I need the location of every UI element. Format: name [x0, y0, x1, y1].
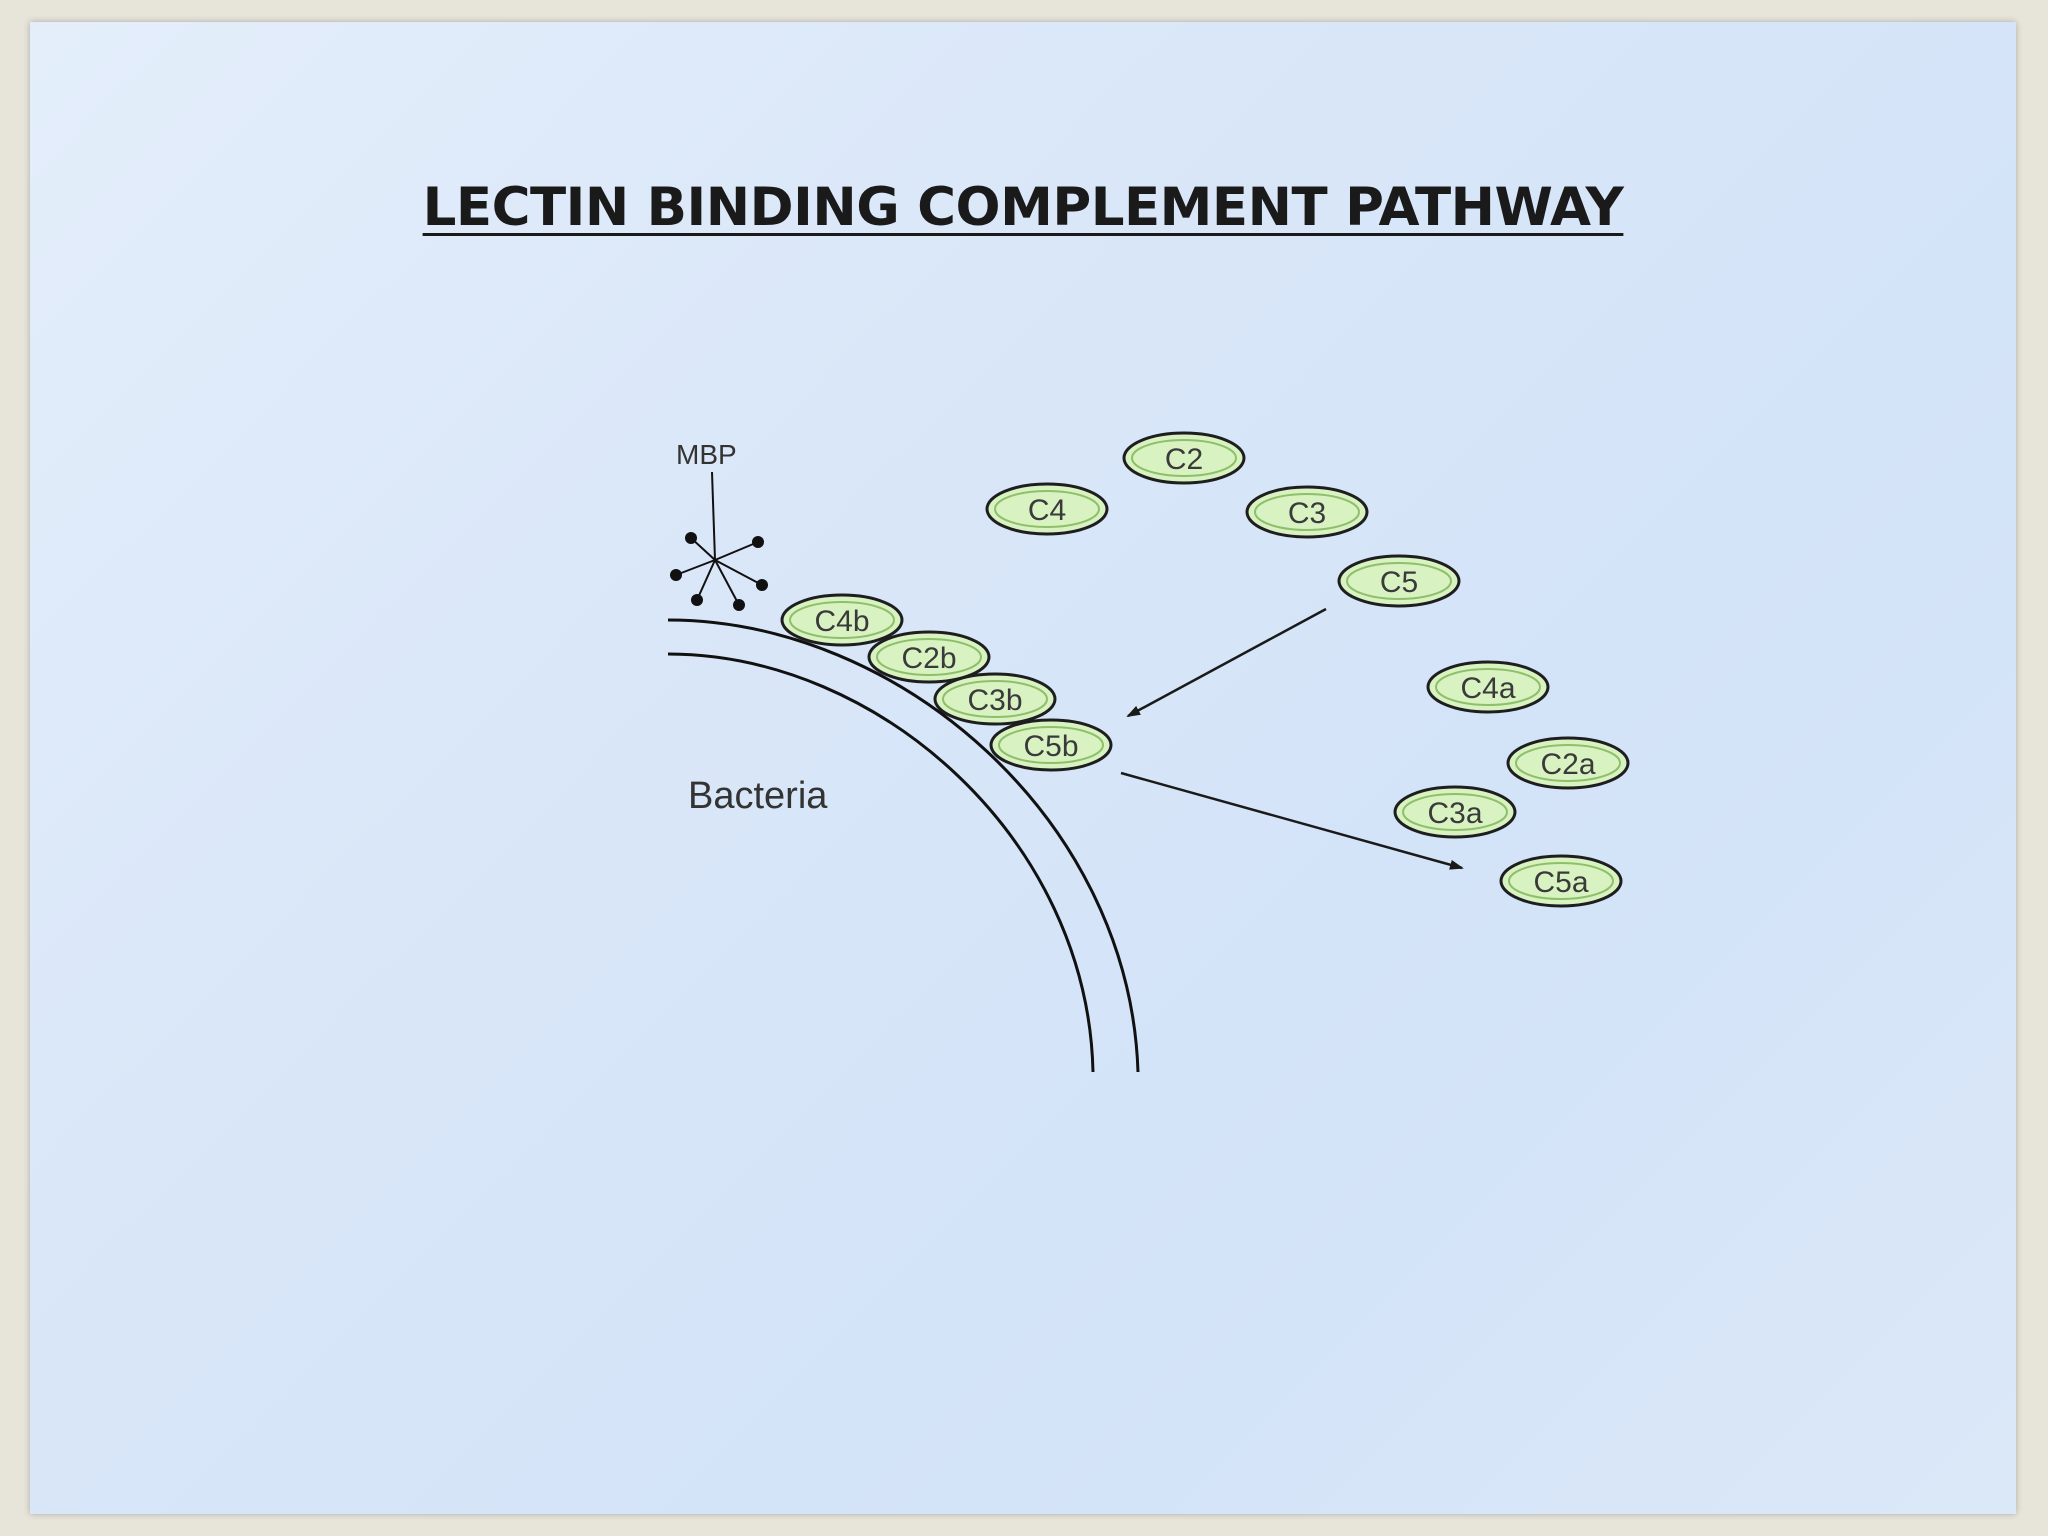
component-c4a-label: C4a [1460, 672, 1515, 705]
component-c5-label: C5 [1380, 566, 1418, 599]
component-c5a-label: C5a [1533, 866, 1588, 899]
component-c4a: C4a [1426, 660, 1550, 714]
membrane-outer-line [667, 618, 1140, 1073]
mbp-label: MBP [676, 439, 737, 470]
component-c5b-label: C5b [1023, 730, 1078, 763]
component-c2-label: C2 [1165, 443, 1203, 476]
component-c2b-label: C2b [901, 642, 956, 675]
component-c3: C3 [1245, 485, 1369, 539]
component-c3b-label: C3b [967, 684, 1022, 717]
slide-title: LECTIN BINDING COMPLEMENT PATHWAY [30, 177, 2016, 238]
arrow-to-surface [1126, 607, 1327, 718]
bacteria-membrane [667, 618, 1140, 1073]
component-c2a-label: C2a [1540, 748, 1595, 781]
component-c3b: C3b [933, 672, 1057, 726]
component-c5a: C5a [1499, 854, 1623, 908]
component-c5: C5 [1337, 554, 1461, 608]
component-c4: C4 [985, 482, 1109, 536]
component-c2b: C2b [867, 630, 991, 684]
arrow-to-fragments [1120, 771, 1464, 870]
bacteria-label: Bacteria [688, 775, 828, 817]
component-c4b-label: C4b [814, 605, 869, 638]
component-c5b: C5b [989, 718, 1113, 772]
component-c2: C2 [1122, 431, 1246, 485]
component-c4b: C4b [780, 593, 904, 647]
component-c3a-label: C3a [1427, 797, 1482, 830]
mbp-icon: MBP [670, 439, 768, 611]
component-c3-label: C3 [1288, 497, 1326, 530]
membrane-inner-line [667, 652, 1095, 1073]
component-c2a: C2a [1506, 736, 1630, 790]
slide-title-text: LECTIN BINDING COMPLEMENT PATHWAY [422, 177, 1624, 238]
component-c4-label: C4 [1028, 494, 1066, 527]
component-c3a: C3a [1393, 785, 1517, 839]
